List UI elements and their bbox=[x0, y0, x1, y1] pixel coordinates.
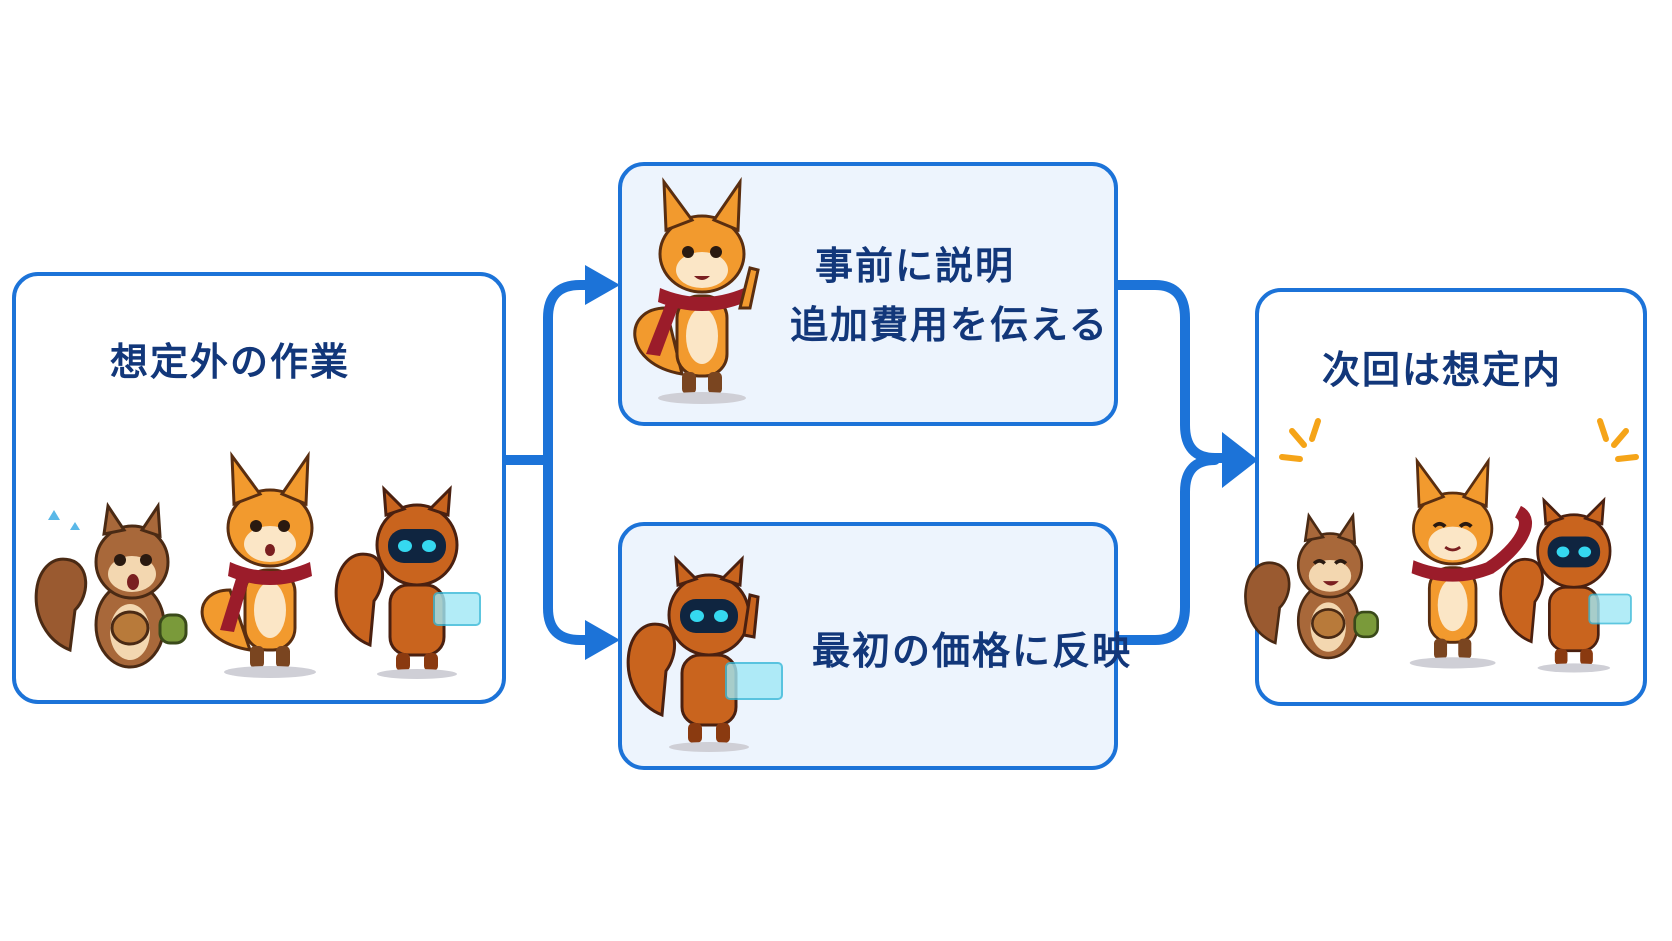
robot-squirrel-icon bbox=[626, 555, 783, 752]
fox-icon bbox=[633, 176, 760, 404]
start-label: 想定外の作業 bbox=[110, 340, 351, 384]
connector-bottom-to-end bbox=[1113, 455, 1220, 645]
squirrel-icon bbox=[1244, 511, 1379, 660]
robot-squirrel-icon bbox=[334, 485, 481, 679]
squirrel-icon bbox=[34, 501, 188, 669]
sparkle-icon bbox=[1279, 418, 1321, 462]
fox-icon bbox=[200, 450, 316, 678]
robot-squirrel-icon bbox=[1499, 496, 1632, 673]
arrowhead-top-branch bbox=[585, 265, 620, 305]
branch-bottom-label: 最初の価格に反映 bbox=[812, 629, 1133, 673]
branch-top-line2: 追加費用を伝える bbox=[790, 303, 1109, 347]
connector-top-to-end bbox=[1113, 280, 1227, 463]
arrowhead-bottom-branch bbox=[585, 620, 620, 660]
end-label: 次回は想定内 bbox=[1322, 348, 1563, 392]
sparkle-icon bbox=[1597, 418, 1639, 462]
connector-start-to-branches bbox=[500, 280, 595, 645]
arrowhead-end bbox=[1222, 432, 1258, 488]
branch-top-line1: 事前に説明 bbox=[815, 244, 1016, 288]
fox-icon bbox=[1409, 456, 1532, 669]
branch-top-box bbox=[618, 162, 1118, 426]
